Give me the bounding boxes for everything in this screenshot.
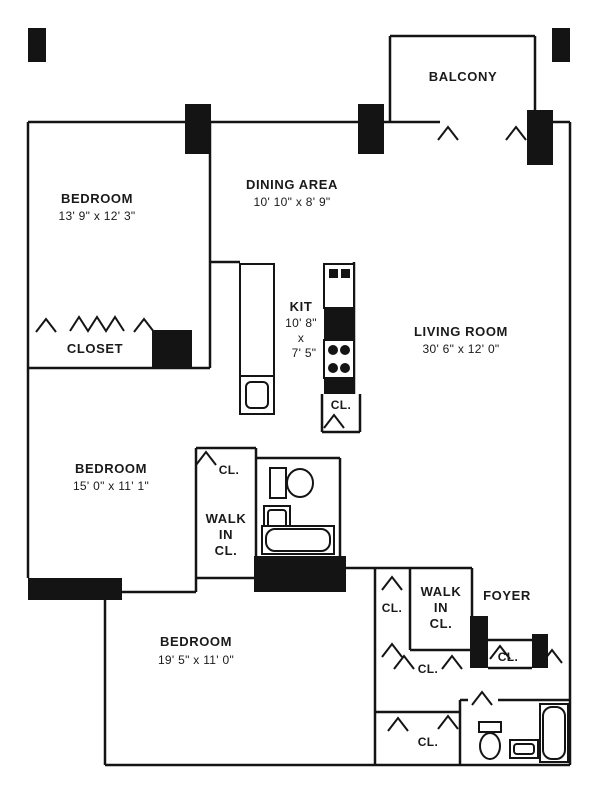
bathtub-basin — [542, 706, 566, 760]
toilet-tank-icon — [269, 467, 287, 499]
kitchen-fixtures — [239, 263, 355, 415]
walkin1-label-3: CL. — [215, 543, 238, 558]
closet4-label: CL. — [418, 735, 439, 749]
appliance-detail — [341, 269, 350, 278]
dining-label: DINING AREA — [246, 177, 338, 192]
wall-block — [324, 308, 354, 340]
column — [185, 104, 211, 154]
sink-basin — [513, 743, 535, 755]
bedroom2-label: BEDROOM — [75, 461, 147, 476]
dining-dims: 10' 10" x 8' 9" — [254, 195, 331, 209]
foyer-label: FOYER — [483, 588, 531, 603]
closet-rod-icon — [69, 315, 125, 333]
walls — [26, 34, 572, 767]
closet-label: CLOSET — [67, 341, 123, 356]
living-dims: 30' 6" x 12' 0" — [423, 342, 500, 356]
toilet-icon — [286, 468, 314, 498]
closet3-label: CL. — [418, 662, 439, 676]
bathroom1-fixtures — [261, 467, 335, 555]
kitchen-sink-basin — [245, 381, 269, 409]
bedroom1-dims: 13' 9" x 12' 3" — [59, 209, 136, 223]
column — [527, 110, 553, 165]
balcony-label: BALCONY — [429, 69, 497, 84]
column — [552, 28, 570, 62]
bedroom3-label: BEDROOM — [160, 634, 232, 649]
wall-block — [28, 578, 122, 600]
kitchen-counter — [239, 263, 275, 377]
walkin1-label-2: IN — [219, 527, 233, 542]
burner-icon — [328, 363, 338, 373]
wall-block — [254, 556, 346, 592]
walkin2-label-2: IN — [434, 600, 448, 615]
burner-icon — [340, 363, 350, 373]
bedroom2-dims: 15' 0" x 11' 1" — [73, 479, 149, 493]
wall-block — [152, 330, 192, 368]
kitchen-dims-h: 7' 5" — [292, 346, 317, 360]
column — [28, 28, 46, 62]
wall-block — [470, 616, 488, 668]
bathtub-basin — [265, 528, 331, 552]
closet2-label: CL. — [382, 601, 403, 615]
toilet-tank-icon — [478, 721, 502, 733]
kitchen-label: KIT — [290, 299, 313, 314]
kitchen-closet-label: CL. — [331, 398, 352, 412]
bathroom2-fixtures — [478, 703, 569, 763]
foyer-closet-label: CL. — [498, 650, 519, 664]
walkin2-label-3: CL. — [430, 616, 453, 631]
column — [358, 104, 384, 154]
burner-icon — [340, 345, 350, 355]
wall-block — [324, 378, 354, 394]
living-label: LIVING ROOM — [414, 324, 508, 339]
structural-columns — [28, 28, 570, 668]
kitchen-dims-x: x — [298, 331, 304, 345]
appliance-detail — [329, 269, 338, 278]
stove-icon — [323, 339, 355, 379]
wall-block — [532, 634, 548, 668]
burner-icon — [328, 345, 338, 355]
bedroom1-label: BEDROOM — [61, 191, 133, 206]
door-swing-icons — [35, 125, 563, 732]
walkin1-entry-closet-label: CL. — [219, 463, 240, 477]
walkin1-label-1: WALK — [206, 511, 247, 526]
walkin2-label-1: WALK — [421, 584, 462, 599]
kitchen-dims-w: 10' 8" — [285, 316, 317, 330]
bedroom3-dims: 19' 5" x 11' 0" — [158, 653, 234, 667]
toilet-icon — [479, 732, 501, 760]
